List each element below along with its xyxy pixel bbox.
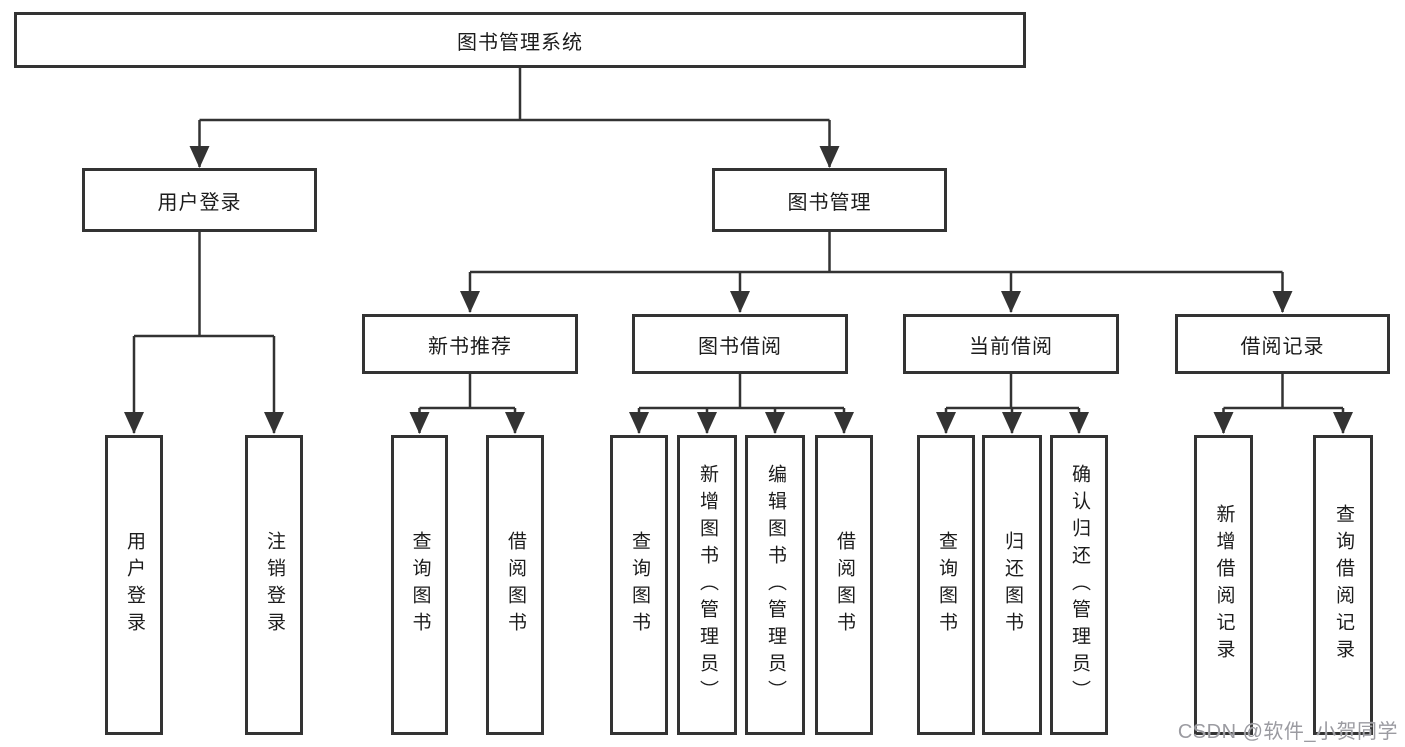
leaf-borrow-books-1-label: 借阅图书 bbox=[504, 531, 526, 639]
leaf-query-books-2: 查询图书 bbox=[610, 435, 668, 735]
leaf-query-books-3: 查询图书 bbox=[917, 435, 975, 735]
node-new-book-recommend-label: 新书推荐 bbox=[428, 335, 512, 358]
leaf-query-books-2-label: 查询图书 bbox=[628, 531, 650, 639]
leaf-return-books: 归还图书 bbox=[982, 435, 1042, 735]
leaf-borrow-books-1: 借阅图书 bbox=[486, 435, 544, 735]
leaf-add-borrow-record-label: 新增借阅记录 bbox=[1213, 504, 1235, 666]
leaf-logout: 注销登录 bbox=[245, 435, 303, 735]
leaf-add-books-admin-label: 新增图书（管理员） bbox=[696, 463, 718, 707]
arrow-lines bbox=[124, 120, 1353, 434]
node-current-borrow-label: 当前借阅 bbox=[969, 335, 1053, 358]
leaf-query-books-1: 查询图书 bbox=[391, 435, 448, 735]
leaf-logout-label: 注销登录 bbox=[263, 531, 285, 639]
leaf-return-books-label: 归还图书 bbox=[1001, 531, 1023, 639]
node-borrow-records-label: 借阅记录 bbox=[1240, 335, 1325, 358]
node-book-management-label: 图书管理 bbox=[787, 191, 872, 214]
leaf-confirm-return-admin: 确认归还（管理员） bbox=[1050, 435, 1108, 735]
node-book-borrow: 图书借阅 bbox=[632, 314, 848, 374]
tree-branch-segments bbox=[134, 68, 1343, 410]
leaf-edit-books-admin-label: 编辑图书（管理员） bbox=[764, 463, 786, 707]
leaf-confirm-return-admin-label: 确认归还（管理员） bbox=[1068, 463, 1090, 707]
leaf-add-borrow-record: 新增借阅记录 bbox=[1194, 435, 1253, 735]
node-book-borrow-label: 图书借阅 bbox=[698, 335, 782, 358]
csdn-watermark: CSDN @软件_小贺同学 bbox=[1177, 721, 1398, 743]
node-book-management: 图书管理 bbox=[712, 168, 947, 232]
node-user-login-label: 用户登录 bbox=[157, 191, 242, 214]
leaf-query-borrow-record-label: 查询借阅记录 bbox=[1332, 504, 1354, 666]
node-root: 图书管理系统 bbox=[14, 12, 1026, 68]
node-root-label: 图书管理系统 bbox=[457, 31, 583, 54]
leaf-user-login-label: 用户登录 bbox=[123, 531, 145, 639]
leaf-user-login: 用户登录 bbox=[105, 435, 163, 735]
node-new-book-recommend: 新书推荐 bbox=[362, 314, 578, 374]
leaf-query-borrow-record: 查询借阅记录 bbox=[1313, 435, 1373, 735]
leaf-borrow-books-2-label: 借阅图书 bbox=[833, 531, 855, 639]
leaf-add-books-admin: 新增图书（管理员） bbox=[677, 435, 737, 735]
node-user-login: 用户登录 bbox=[82, 168, 317, 232]
node-current-borrow: 当前借阅 bbox=[903, 314, 1119, 374]
node-borrow-records: 借阅记录 bbox=[1175, 314, 1390, 374]
leaf-edit-books-admin: 编辑图书（管理员） bbox=[745, 435, 805, 735]
leaf-borrow-books-2: 借阅图书 bbox=[815, 435, 873, 735]
leaf-query-books-1-label: 查询图书 bbox=[409, 531, 431, 639]
leaf-query-books-3-label: 查询图书 bbox=[935, 531, 957, 639]
